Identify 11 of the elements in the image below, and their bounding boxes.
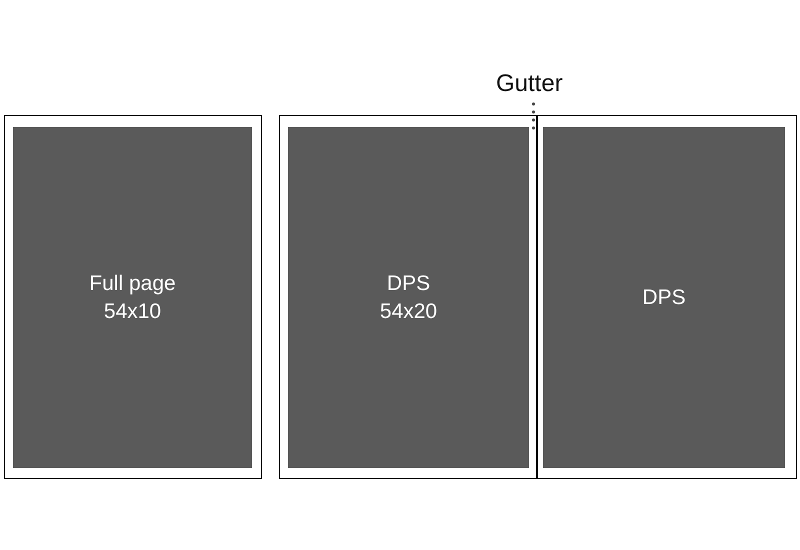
ad-area — [543, 127, 785, 468]
ad-size: 54x20 — [380, 298, 438, 324]
ad-name: DPS — [642, 284, 686, 310]
ad-name: Full page — [89, 270, 176, 296]
ad-area — [288, 127, 529, 468]
gutter-label: Gutter — [496, 70, 574, 100]
ad-size: 54x10 — [104, 298, 162, 324]
leader-line — [532, 102, 535, 130]
gutter-line — [536, 116, 538, 478]
spread-outline — [279, 115, 797, 479]
ad-name: DPS — [386, 270, 430, 296]
